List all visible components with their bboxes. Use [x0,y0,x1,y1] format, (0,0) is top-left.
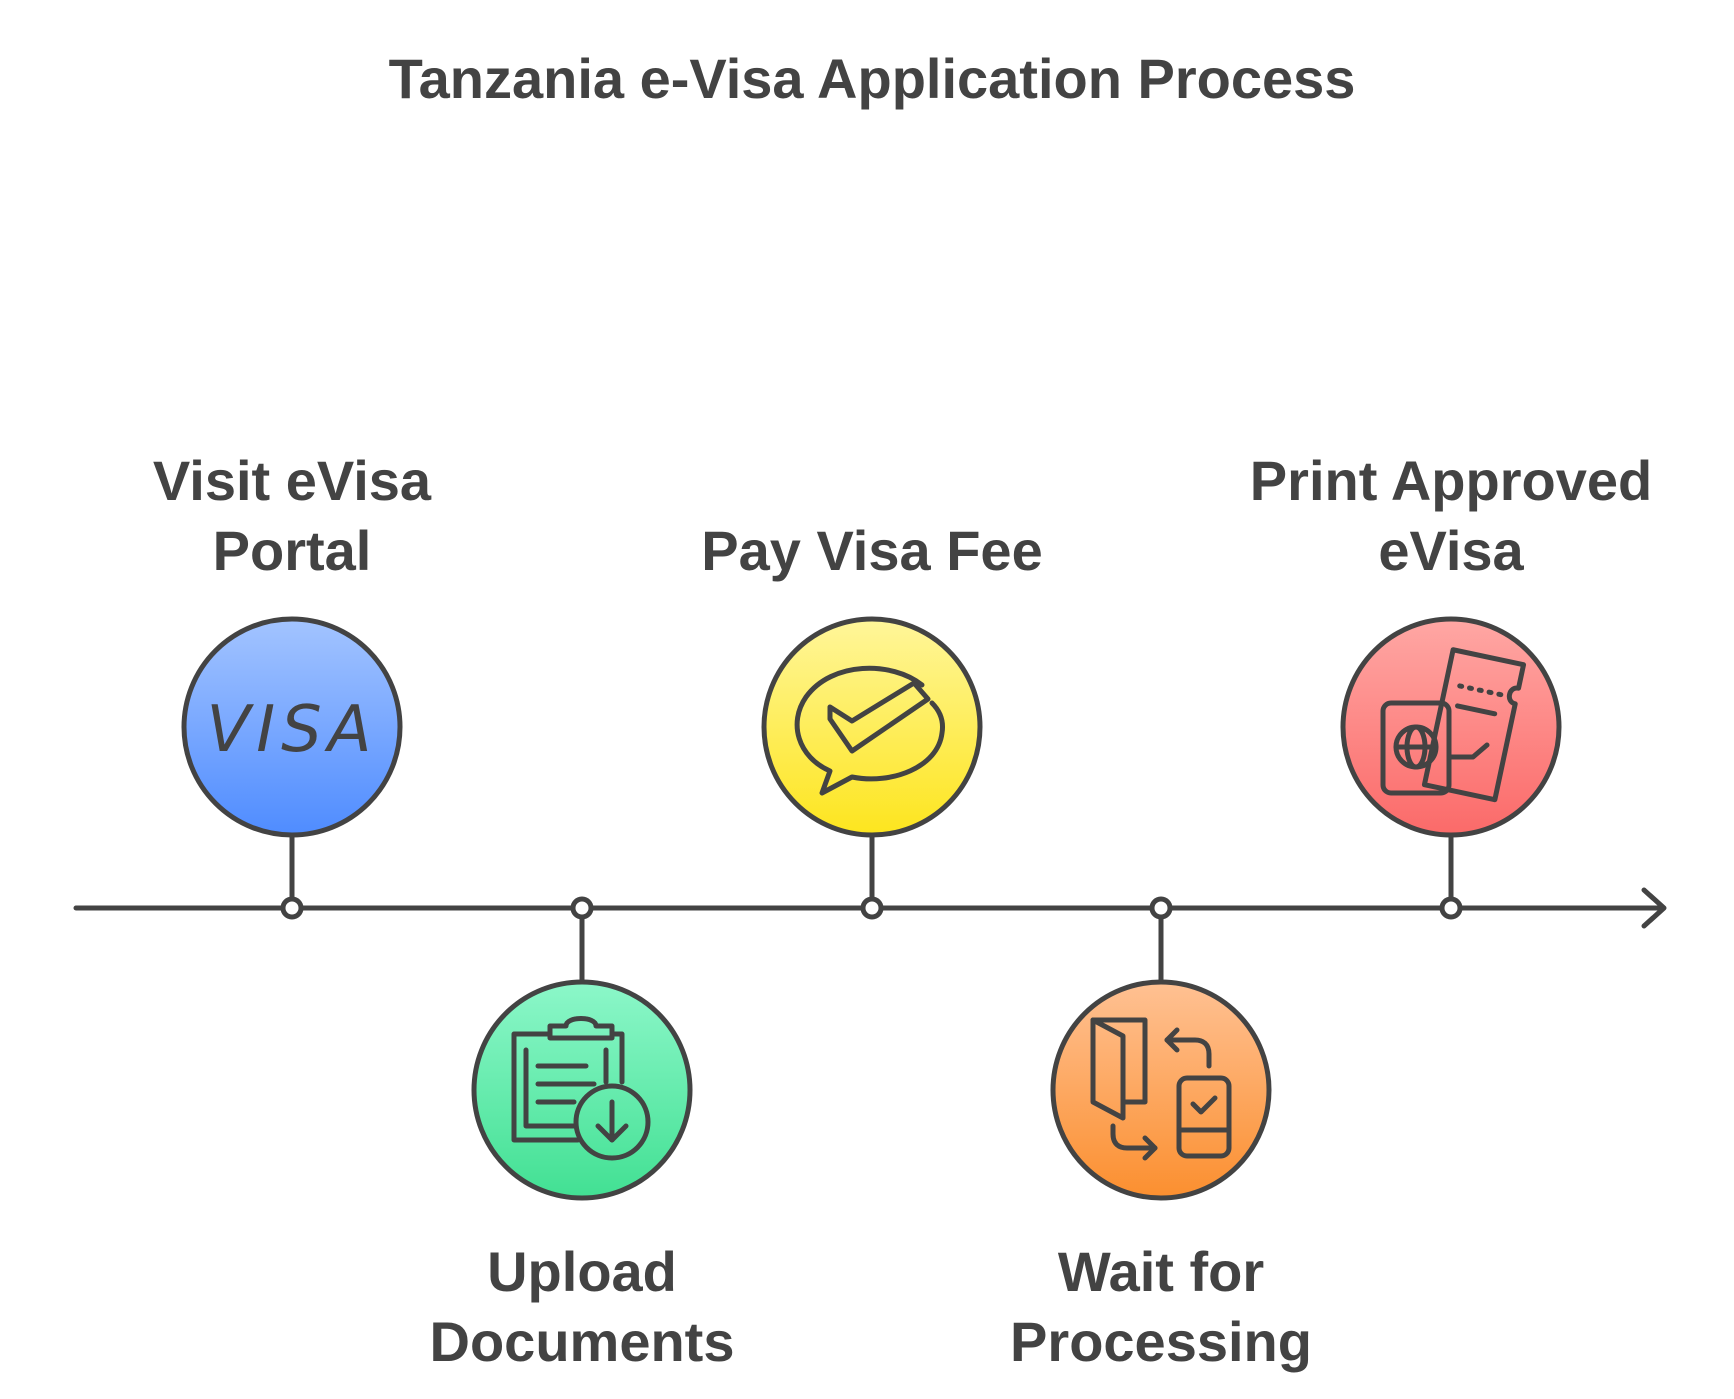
step-bubble [471,979,693,1201]
step-label-line: eVisa [1378,519,1524,582]
timeline-node [1439,896,1463,920]
timeline-node [860,896,884,920]
diagram-title: Tanzania e-Visa Application Process [389,47,1356,110]
step-label-line: Upload [487,1240,677,1303]
passport-ticket-icon [1380,647,1527,803]
step-3: Pay Visa Fee [701,519,1043,920]
step-label-line: Wait for [1058,1240,1264,1303]
step-label-line: Portal [213,519,372,582]
timeline-arrowhead [1641,887,1667,929]
step-label-line: Processing [1010,1310,1312,1373]
step-bubble [1050,979,1272,1201]
step-label-line: Visit eVisa [153,449,432,512]
timeline-node [570,896,594,920]
door-phone-exchange-icon [1090,1017,1232,1161]
timeline-node [1149,896,1173,920]
clipboard-download-icon [511,1016,651,1161]
step-label-line: Documents [430,1310,735,1373]
chat-check-icon [794,665,945,796]
step-label-line: Pay Visa Fee [701,519,1042,582]
visa-icon-text: VISA [206,693,377,767]
step-label: Pay Visa Fee [701,519,1042,582]
timeline-node [280,896,304,920]
step-bubble [761,616,983,838]
step-label: Print Approved eVisa [1250,449,1652,582]
visa-text-icon: VISA [206,693,377,767]
step-5: Print Approved eVisa [1250,449,1652,920]
step-label-line: Print Approved [1250,449,1652,512]
step-bubble [181,616,403,838]
